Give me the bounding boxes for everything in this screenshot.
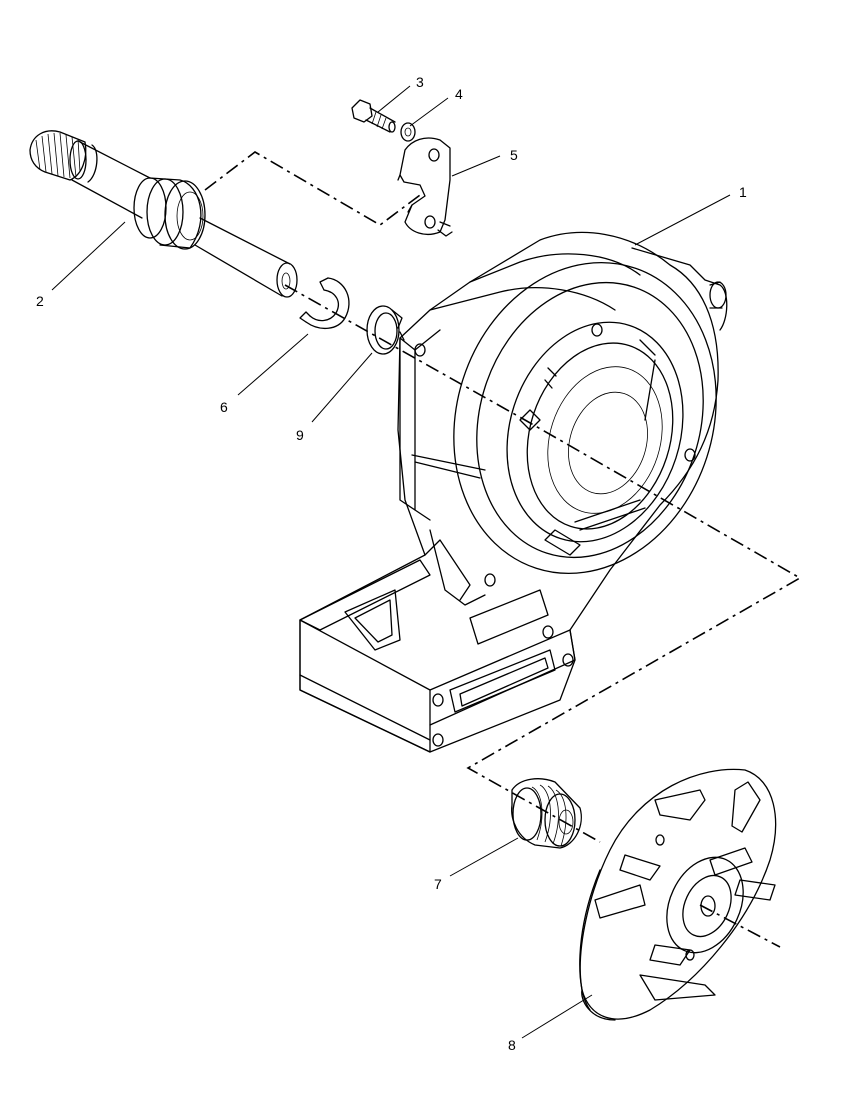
shaft-part-2[interactable] xyxy=(29,130,298,298)
split-ring-part-6[interactable] xyxy=(299,277,350,329)
callout-5: 5 xyxy=(510,147,518,163)
callout-8: 8 xyxy=(508,1037,516,1053)
leader-2 xyxy=(51,221,126,291)
callout-1: 1 xyxy=(739,184,747,200)
callout-7: 7 xyxy=(434,876,442,892)
leader-3 xyxy=(377,85,411,113)
callout-labels: 1 2 3 4 5 6 9 7 8 xyxy=(36,74,747,1053)
leader-1 xyxy=(634,194,731,246)
callout-3: 3 xyxy=(416,74,424,90)
callout-9: 9 xyxy=(296,427,304,443)
callout-4: 4 xyxy=(455,86,463,102)
housing-part-1[interactable] xyxy=(299,228,756,753)
spring-part-7[interactable] xyxy=(511,778,582,849)
bolt-part-3[interactable] xyxy=(351,99,396,133)
leader-8 xyxy=(521,994,593,1039)
impeller-part-8[interactable] xyxy=(579,768,777,1021)
leader-7 xyxy=(449,837,519,877)
retainer-ring-part-9[interactable] xyxy=(366,305,405,355)
callout-2: 2 xyxy=(36,293,44,309)
leader-9 xyxy=(311,352,373,423)
center-lines xyxy=(204,151,802,948)
leader-5 xyxy=(451,155,501,177)
leader-4 xyxy=(409,97,449,127)
callout-6: 6 xyxy=(220,399,228,415)
leader-lines xyxy=(51,85,731,1039)
washer-part-4[interactable] xyxy=(400,122,416,142)
bracket-part-5[interactable] xyxy=(397,137,453,237)
leader-6 xyxy=(237,333,309,396)
